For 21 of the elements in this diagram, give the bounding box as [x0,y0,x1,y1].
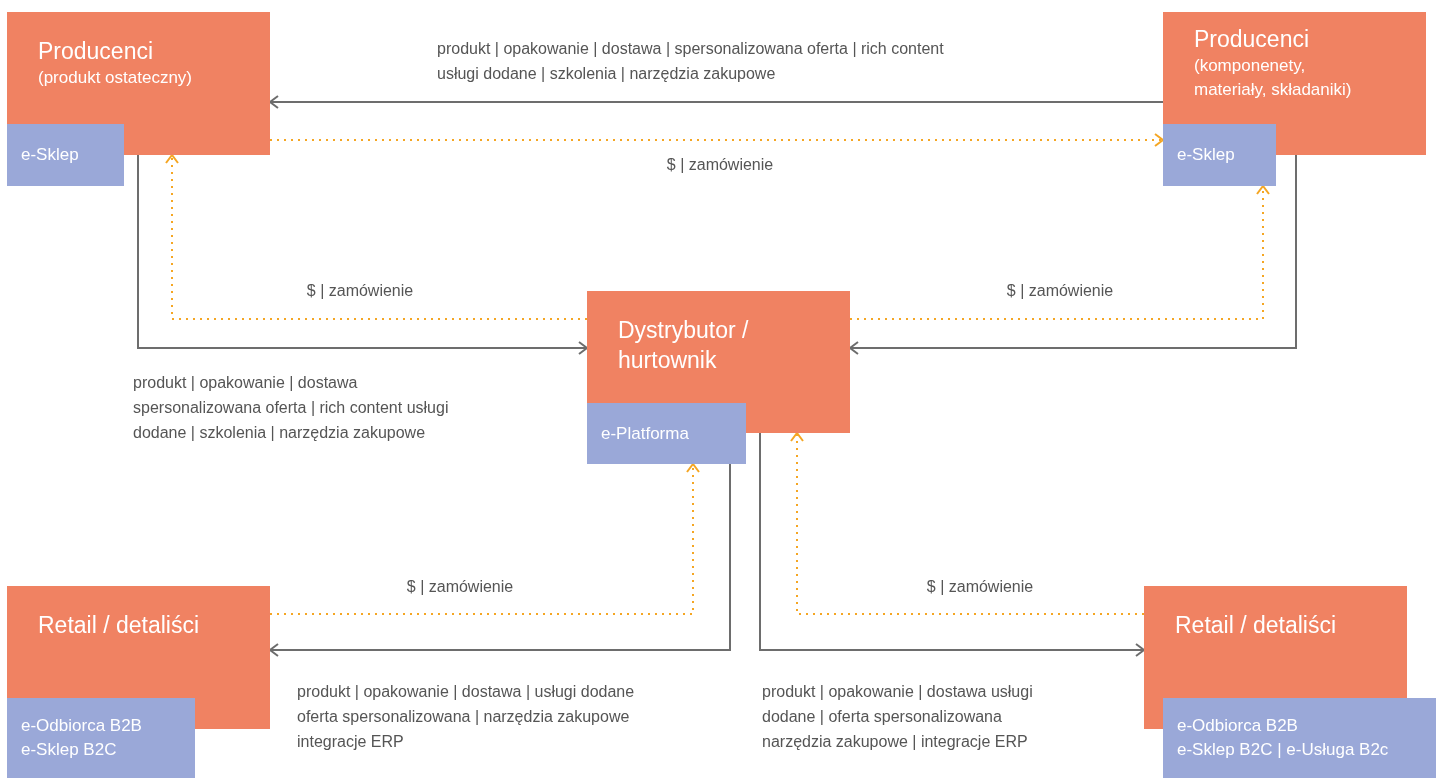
dotted-arrow [165,154,588,320]
arrow [269,95,1164,109]
platform-box: e-Sklep [7,124,124,186]
edge-label: $ | zamówienie [665,155,775,175]
edge-label: produkt | opakowanie | dostawa spersonalizowana oferta | rich content usługi dodane | szkolenia | narzędzia zakupowe [133,373,450,443]
arrow [137,154,588,355]
platform-box: e-Odbiorca B2B e-Sklep B2C | e-Usługa B2c [1163,698,1436,778]
edge-label: $ | zamówienie [305,281,415,301]
edge-label: $ | zamówienie [405,577,515,597]
edge-label: $ | zamówienie [1005,281,1115,301]
platform-box: e-Platforma [587,403,746,464]
edge-label: produkt | opakowanie | dostawa | spersonalizowana oferta | rich content usługi dodane | szkolenia | narzędzia zakupowe [437,39,945,84]
platform-box: e-Odbiorca B2B e-Sklep B2C [7,698,195,778]
arrow [849,154,1297,355]
arrow [759,432,1145,657]
edge-label: $ | zamówienie [925,577,1035,597]
dotted-arrow [790,432,1145,615]
edge-label: produkt | opakowanie | dostawa usługi dodane | oferta spersonalizowana narzędzia zakupowe | integracje ERP [762,682,1034,752]
edge-label: produkt | opakowanie | dostawa | usługi dodane oferta spersonalizowana | narzędzia zakupowe integracje ERP [297,682,636,752]
platform-box: e-Sklep [1163,124,1276,186]
arrow [269,463,731,657]
